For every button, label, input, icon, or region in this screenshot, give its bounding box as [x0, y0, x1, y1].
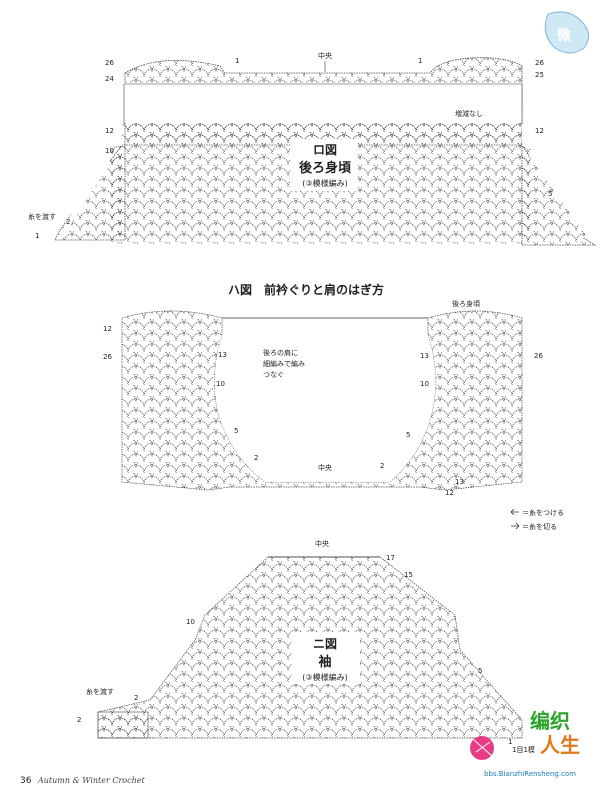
magazine-name: Autumn & Winter Crochet: [37, 776, 145, 785]
ro-row-26-left: 26: [105, 59, 114, 67]
attach-yarn-icon: [510, 508, 519, 516]
ni-row-2-top: 2: [134, 694, 138, 702]
diagram-ro: ロ図 後ろ身頃 (③模様編み) 中央 増減なし 糸を渡す 26 24 12 10…: [28, 51, 597, 246]
ro-row-26-right: 26: [535, 59, 544, 67]
needles-icon: [473, 739, 493, 757]
footer: 36 Autumn & Winter Crochet: [20, 776, 145, 786]
ro-row-10-left: 10: [105, 147, 114, 155]
site-cn-2: 人生: [540, 733, 580, 757]
ni-center-label: 中央: [315, 539, 329, 548]
legend-cut: ＝糸を切る: [522, 522, 557, 531]
ha-row-26-left: 26: [103, 353, 112, 361]
ni-pass-yarn-label: 糸を渡す: [86, 687, 114, 696]
ro-row-12-right: 12: [535, 127, 544, 135]
ni-row-1: 1: [508, 738, 512, 746]
site-watermark: 编织 人生 bbs.BianzhiRensheng.com: [470, 709, 580, 778]
ha-row-10-right: 10: [420, 380, 429, 388]
ribbon-icon: [544, 11, 590, 54]
ha-row-2-left: 2: [254, 454, 258, 462]
ro-row-12-left: 12: [105, 127, 114, 135]
ni-row-2-left: 2: [77, 716, 81, 724]
ro-row-1-left: 1: [35, 232, 39, 240]
ha-row-10-left: 10: [216, 380, 225, 388]
ha-row-13-bottom: 13: [455, 478, 464, 486]
ro-row-1-top-left: 1: [235, 57, 239, 65]
ro-center-label: 中央: [318, 51, 332, 60]
ha-row-5-left: 5: [234, 427, 238, 435]
ro-pattern: (③模様編み): [302, 178, 347, 188]
ro-row-5-right: 5: [548, 190, 552, 198]
site-cn-1: 编织: [530, 709, 570, 733]
ro-row-25-right: 25: [535, 71, 544, 79]
cut-yarn-icon: [511, 522, 520, 530]
diagram-ni: ニ図 袖 (③模様編み) 中央 糸を渡す 17 15 10 5 2 2 1 1目…: [77, 539, 535, 754]
diagram-ha: ハ図 前衿ぐりと肩のはぎ方 後ろ身頃 後ろの肩に 細編みで編み つなぐ 中央 1…: [103, 282, 543, 497]
ha-row-26-right: 26: [534, 352, 543, 360]
ni-row-17: 17: [386, 554, 395, 562]
ro-no-change-label: 増減なし: [455, 109, 483, 118]
ro-row-24-left: 24: [105, 75, 114, 83]
ro-row-1-top-right: 1: [418, 57, 422, 65]
ni-pattern: (③模様編み): [302, 672, 347, 682]
ni-title: ニ図: [313, 637, 337, 651]
ni-row-10: 10: [186, 618, 195, 626]
ha-row-12-left: 12: [103, 325, 112, 333]
ha-row-12-bottom: 12: [445, 489, 454, 497]
ha-note-line-1: 後ろの肩に: [263, 348, 298, 357]
ha-row-13-right: 13: [420, 352, 429, 360]
ro-title: ロ図: [313, 143, 337, 157]
ni-subtitle: 袖: [318, 654, 331, 670]
ro-pass-yarn-label: 糸を渡す: [28, 212, 56, 221]
ha-row-13-left: 13: [218, 351, 227, 359]
ha-row-2-right: 2: [380, 462, 384, 470]
ro-row-2-left: 2: [66, 218, 70, 226]
ni-row-5: 5: [478, 667, 482, 675]
legend-attach: ＝糸をつける: [522, 508, 564, 517]
ha-note-line-3: つなぐ: [263, 371, 284, 379]
badge: 微: [544, 11, 590, 54]
badge-text: 微: [556, 27, 572, 44]
site-url: bbs.BianzhiRensheng.com: [484, 770, 576, 778]
ni-row-15: 15: [404, 571, 413, 579]
ha-row-5-right: 5: [406, 431, 410, 439]
ha-center-label: 中央: [318, 463, 332, 472]
page-number: 36: [20, 776, 32, 786]
ro-subtitle: 後ろ身頃: [299, 160, 352, 176]
ha-note-line-2: 細編みで編み: [263, 359, 305, 368]
legend: ＝糸をつける ＝糸を切る: [510, 508, 564, 531]
ha-title: ハ図 前衿ぐりと肩のはぎ方: [228, 282, 384, 297]
ha-back-label: 後ろ身頃: [452, 299, 480, 308]
ni-first-row-label: 1目1模: [512, 745, 535, 754]
